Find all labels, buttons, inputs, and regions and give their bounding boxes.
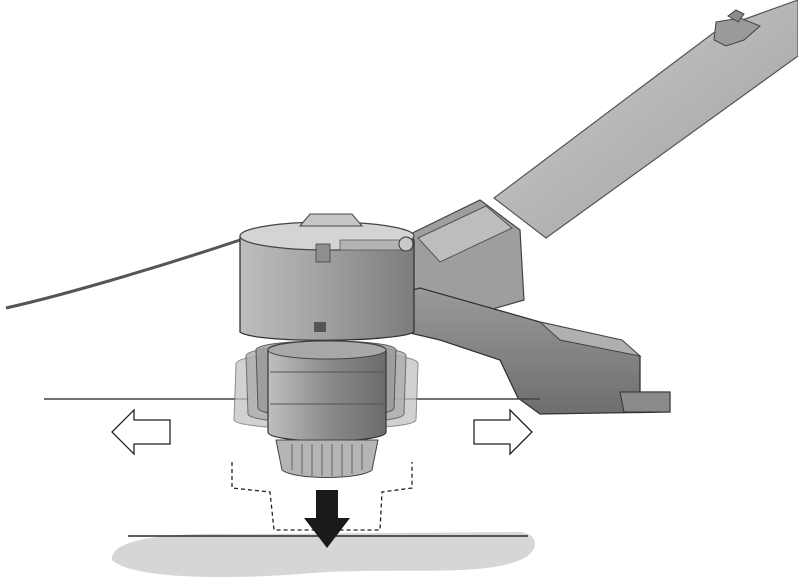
bump-spool xyxy=(267,340,387,442)
trimmer-head-housing xyxy=(239,213,415,341)
trimmer-shaft xyxy=(493,0,798,239)
debris-guard xyxy=(371,287,671,415)
bump-knob xyxy=(275,439,379,478)
right-arrow-icon xyxy=(473,408,533,456)
left-arrow-icon xyxy=(111,408,171,456)
down-arrow-icon xyxy=(304,490,350,548)
